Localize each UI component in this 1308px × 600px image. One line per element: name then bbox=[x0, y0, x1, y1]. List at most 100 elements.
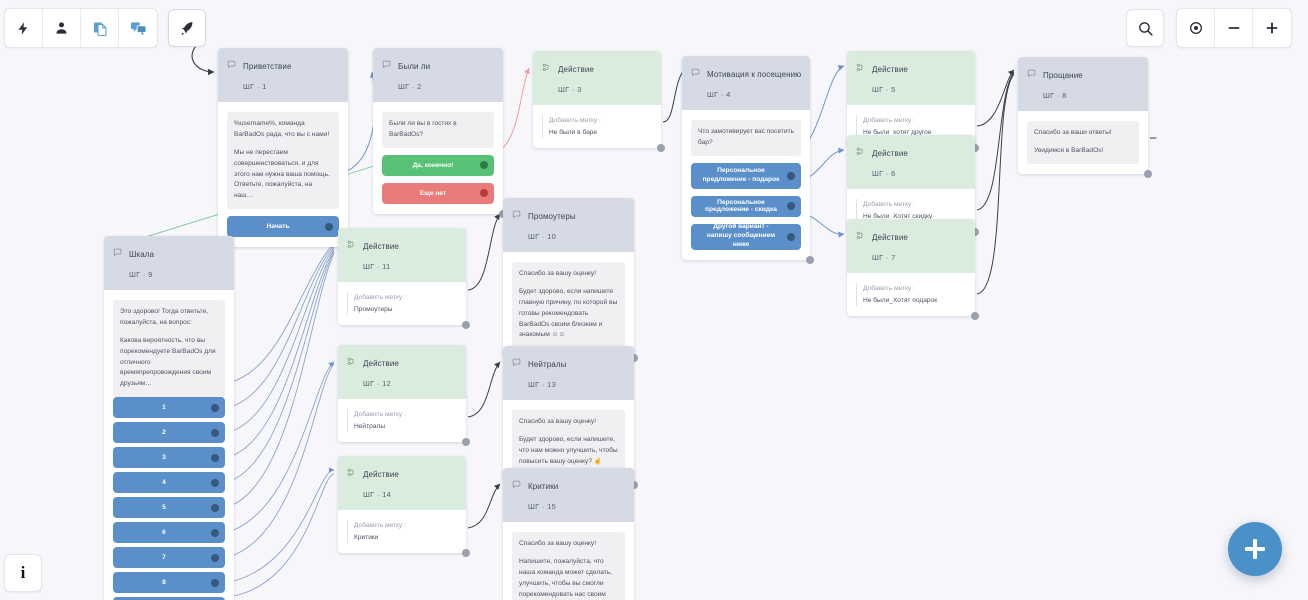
node-output-port[interactable] bbox=[462, 438, 470, 447]
node-output-port[interactable] bbox=[657, 144, 665, 153]
message-icon bbox=[512, 354, 521, 372]
scale-button[interactable]: 8 bbox=[113, 572, 225, 594]
plus-icon[interactable] bbox=[1253, 9, 1291, 47]
node-body: Добавить метку :Не были_Хотят подарок bbox=[847, 273, 975, 316]
node-button[interactable]: Персональное предложение - подарок bbox=[691, 162, 801, 189]
node-button[interactable]: Другой вариант - напишу сообщением ниже bbox=[691, 223, 801, 250]
tool-group[interactable] bbox=[4, 8, 158, 48]
target-icon[interactable] bbox=[1177, 9, 1215, 47]
chat-bubbles-icon[interactable] bbox=[119, 9, 157, 47]
node-output-port[interactable] bbox=[630, 354, 638, 363]
node-body: Спасибо за вашу оценку!Будет здорово, ес… bbox=[503, 400, 634, 485]
node-output-port[interactable] bbox=[1144, 169, 1152, 178]
scale-button[interactable]: 3 bbox=[113, 447, 225, 469]
button-output-port[interactable] bbox=[787, 202, 795, 211]
scale-button-label: 4 bbox=[162, 479, 166, 487]
zoom-controls[interactable] bbox=[1176, 8, 1292, 48]
button-output-port[interactable] bbox=[325, 222, 333, 231]
person-icon[interactable] bbox=[43, 9, 81, 47]
left-toolbar[interactable] bbox=[4, 8, 206, 48]
button-output-port[interactable] bbox=[480, 161, 488, 170]
scale-button[interactable]: 4 bbox=[113, 472, 225, 494]
rocket-icon[interactable] bbox=[168, 9, 206, 47]
button-output-port[interactable] bbox=[211, 478, 219, 487]
button-output-port[interactable] bbox=[211, 453, 219, 462]
node-output-port[interactable] bbox=[630, 480, 638, 489]
right-toolbar[interactable] bbox=[1126, 8, 1292, 48]
tag-block: Добавить метку :Критики bbox=[347, 520, 457, 544]
node-output-port[interactable] bbox=[806, 255, 814, 264]
scale-button[interactable]: 2 bbox=[113, 422, 225, 444]
scale-button[interactable]: 9 bbox=[113, 597, 225, 600]
node-output-port[interactable] bbox=[971, 228, 979, 237]
button-output-port[interactable] bbox=[211, 428, 219, 437]
button-output-port[interactable] bbox=[480, 189, 488, 198]
search-icon[interactable] bbox=[1126, 9, 1164, 47]
node-button[interactable]: Еще нет bbox=[382, 182, 494, 204]
message-bubble: Что замотивирует вас посетить бар? bbox=[691, 120, 801, 156]
info-button[interactable]: i bbox=[4, 554, 42, 592]
node-title: Промоутеры bbox=[528, 212, 576, 221]
node-output-port[interactable] bbox=[462, 549, 470, 558]
node-id: ШГ · 10 bbox=[528, 232, 557, 241]
scale-button[interactable]: 6 bbox=[113, 522, 225, 544]
node-title: Прощание bbox=[1043, 71, 1083, 80]
node-output-port[interactable] bbox=[462, 321, 470, 330]
node-button-label: Да, конечно! bbox=[412, 161, 454, 169]
button-output-port[interactable] bbox=[211, 528, 219, 537]
scale-button[interactable]: 7 bbox=[113, 547, 225, 569]
button-output-port[interactable] bbox=[211, 403, 219, 412]
node-button[interactable]: Да, конечно! bbox=[382, 154, 494, 176]
button-output-port[interactable] bbox=[787, 232, 795, 241]
node-output-port[interactable] bbox=[971, 312, 979, 321]
node-button[interactable]: Персональное предложение - скидка bbox=[691, 195, 801, 217]
minus-icon[interactable] bbox=[1215, 9, 1253, 47]
button-output-port[interactable] bbox=[211, 553, 219, 562]
node-output-port[interactable] bbox=[971, 144, 979, 153]
button-output-port[interactable] bbox=[211, 503, 219, 512]
button-output-port[interactable] bbox=[787, 171, 795, 180]
node-header[interactable]: Промоутеры ШГ · 10 bbox=[503, 198, 634, 252]
scale-button[interactable]: 1 bbox=[113, 397, 225, 419]
node-title: Действие bbox=[558, 65, 594, 74]
button-output-port[interactable] bbox=[211, 578, 219, 587]
add-block-button[interactable] bbox=[1228, 522, 1282, 576]
action-icon bbox=[856, 59, 865, 77]
lightning-icon[interactable] bbox=[5, 9, 43, 47]
node-body: Добавить метку :Критики bbox=[338, 510, 466, 553]
tag-value: Не были_Хотят подарок bbox=[863, 296, 938, 304]
node-button[interactable]: Начать bbox=[227, 216, 339, 238]
documents-icon[interactable] bbox=[81, 9, 119, 47]
scale-button[interactable]: 5 bbox=[113, 497, 225, 519]
